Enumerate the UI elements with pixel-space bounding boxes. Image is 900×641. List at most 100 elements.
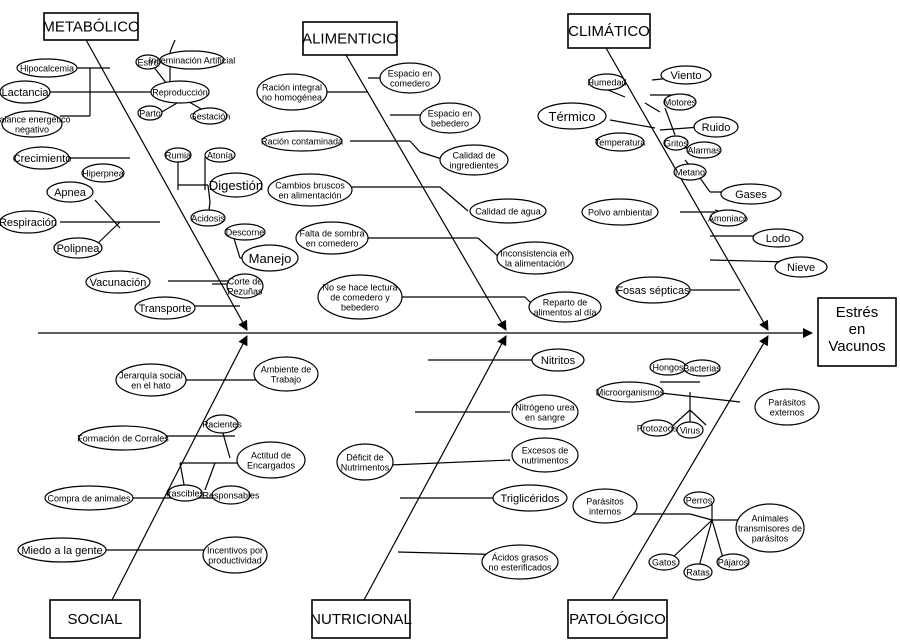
cause-label: nutrimentos: [521, 456, 569, 466]
cause-label: Formación de Corrales: [77, 434, 169, 444]
cause-label: Parásitos: [768, 398, 806, 408]
category-patologico: PATOLÓGICO: [567, 599, 668, 639]
cause-label: Balance energético: [0, 115, 71, 125]
cause-label: Responsables: [202, 491, 260, 501]
branch-line: [697, 519, 713, 571]
branch-line: [221, 429, 231, 459]
cause-label: Motores: [664, 98, 697, 108]
cause-label: Metano: [675, 168, 705, 178]
cause-gases: Gases: [720, 183, 782, 205]
category-social: SOCIAL: [49, 599, 141, 639]
branch-line: [659, 126, 701, 131]
branch-line: [207, 184, 211, 203]
cause-label: Corte de: [228, 277, 263, 287]
cause-label: Inconsistencia en: [500, 249, 570, 259]
cause-label: Pezuñas: [227, 287, 263, 297]
cause-label: Calidad de: [452, 151, 495, 161]
branch-line: [477, 237, 501, 259]
cause-label: Térmico: [549, 109, 596, 124]
cause-label: productividad: [208, 556, 262, 566]
cause-label: Perros: [686, 496, 713, 506]
cause-transporte: Transporte: [134, 296, 196, 320]
cause-label: Lactancia: [1, 87, 49, 99]
cause-label: Ambiente de: [261, 365, 312, 375]
cause-label: en comedero: [306, 239, 359, 249]
cause-perros: Perros: [683, 491, 715, 509]
cause-label: Hiperpnea: [82, 169, 124, 179]
cause-label: Incentivos por: [207, 546, 263, 556]
cause-label: en alimentación: [278, 191, 341, 201]
cause-label: Polvo ambiental: [588, 208, 652, 218]
cause-lactancia: Lactancia: [0, 80, 51, 104]
cause-label: Humedad: [587, 78, 626, 88]
cause-label: Nitrógeno urea: [515, 403, 575, 413]
cause-rumia: Rumia: [164, 147, 192, 163]
cause-temperatura: Temperatura: [595, 132, 645, 152]
cause-humedad: Humedad: [587, 73, 627, 91]
cause-gestacion: Gestación: [190, 107, 230, 125]
effect-label: Vacunos: [828, 338, 885, 355]
cause-label: Pájaros: [718, 558, 749, 568]
cause-label: Nieve: [787, 262, 815, 274]
cause-label: Reparto de: [543, 298, 588, 308]
cause-crecimiento: Crecimiento: [13, 146, 72, 170]
cause-label: Vacunación: [90, 277, 147, 289]
cause-label: Apnea: [54, 187, 87, 199]
category-label: ALIMENTICIO: [302, 31, 398, 48]
branch-line: [709, 259, 791, 263]
cause-descorne: Descorne: [224, 223, 266, 241]
branch-line: [689, 513, 713, 521]
cause-label: Espacio en: [388, 69, 433, 79]
cause-hipocalcemia: Hipocalcemia: [16, 58, 78, 78]
cause-label: Bacterias: [683, 364, 721, 374]
category-label: CLIMÁTICO: [568, 23, 650, 40]
cause-label: Actitud de: [251, 451, 291, 461]
category-nutricional: NUTRICIONAL: [310, 599, 412, 639]
cause-label: Fosas sépticas: [616, 285, 690, 297]
cause-hiperpnea: Hiperpnea: [81, 163, 125, 183]
cause-label: de comedero y: [330, 293, 390, 303]
cause-label: Falta de sombra: [299, 229, 364, 239]
effect-label: Estrés: [836, 304, 879, 321]
cause-manejo: Manejo: [241, 244, 299, 272]
branch-line: [644, 102, 661, 113]
category-climatico: CLIMÁTICO: [567, 13, 651, 49]
effect-label: en: [849, 321, 866, 338]
cause-label: alimentos al día: [533, 308, 596, 318]
category-metabolico: METABÓLICO: [42, 12, 140, 41]
category-label: METABÓLICO: [42, 19, 139, 36]
cause-label: Calidad de agua: [475, 207, 541, 217]
cause-irascibles: Irascibles: [166, 484, 205, 502]
category-label: NUTRICIONAL: [310, 611, 412, 628]
cause-pajaros: Pájaros: [716, 553, 750, 571]
bone-patologico-line: [611, 335, 769, 601]
cause-label: Nutrimentos: [341, 463, 390, 473]
cause-bacterias: Bacterias: [683, 359, 721, 377]
cause-label: no esterificados: [488, 563, 552, 573]
cause-label: Hipocalcemia: [20, 64, 74, 74]
cause-label: Déficit de: [346, 453, 384, 463]
cause-polipnea: Polipnea: [53, 237, 103, 259]
branch-line: [609, 119, 656, 129]
cause-virus: Virus: [676, 421, 704, 439]
branch-line: [94, 221, 121, 247]
cause-fosas: Fosas sépticas: [615, 276, 691, 304]
cause-label: Gatos: [652, 558, 677, 568]
cause-label: ingredientes: [449, 161, 499, 171]
cause-label: transmisores de: [738, 524, 802, 534]
cause-label: Ácidos grasos: [492, 553, 549, 563]
cause-label: negativo: [15, 125, 49, 135]
cause-label: Crecimiento: [13, 153, 72, 165]
cause-viento: Viento: [660, 65, 712, 85]
